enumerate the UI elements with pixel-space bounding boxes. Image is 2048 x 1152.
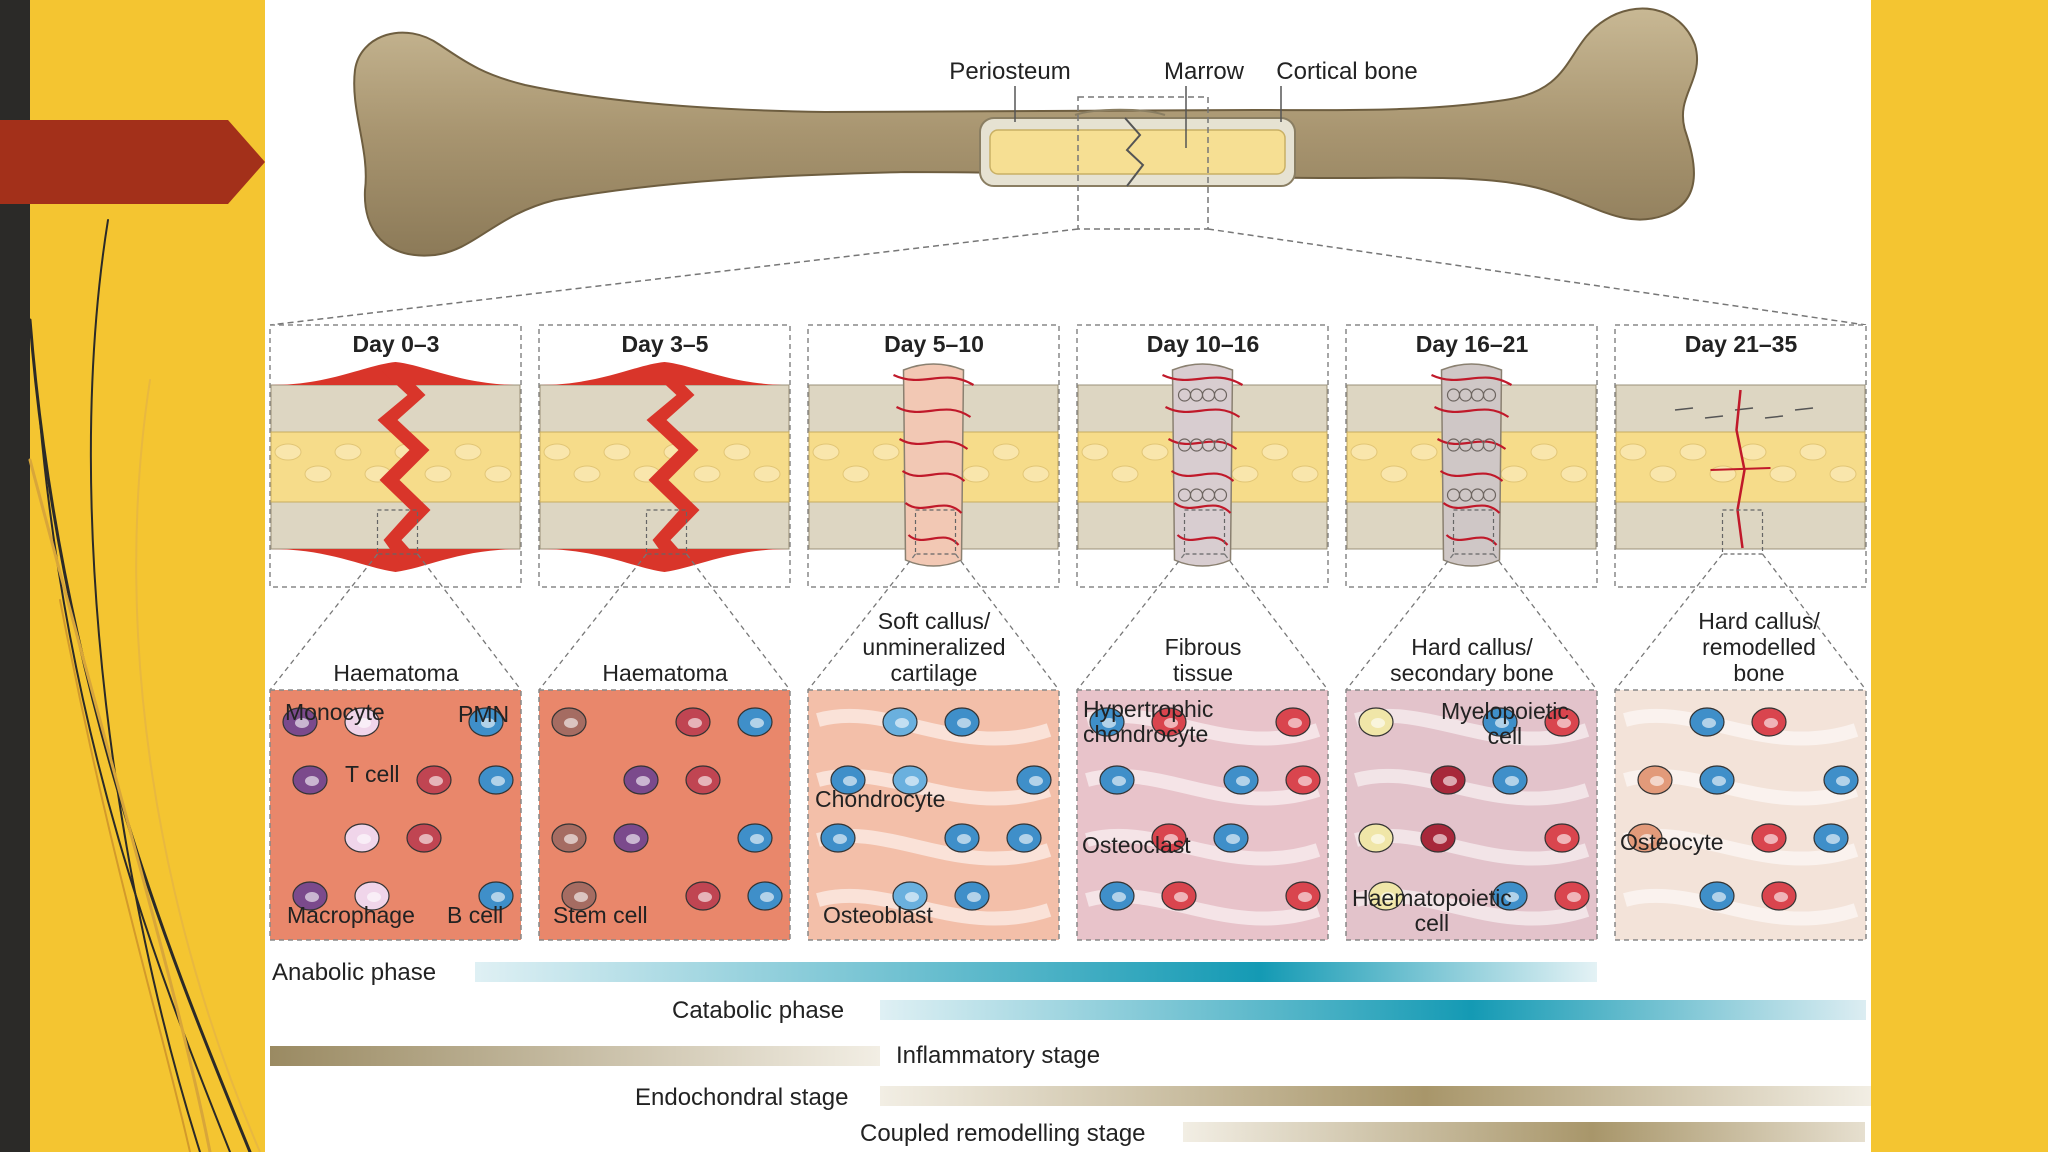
- stem-cell-label: Stem cell: [553, 902, 648, 928]
- anabolic-phase-bar: [475, 962, 1597, 982]
- stage-panel-4: [1076, 324, 1329, 941]
- stage-label-5: Hard callus/secondary bone: [1390, 634, 1554, 686]
- anabolic-phase-label: Anabolic phase: [272, 959, 437, 986]
- inflammatory-stage-label: Inflammatory stage: [896, 1042, 1101, 1069]
- macrophage-label: Macrophage: [287, 902, 415, 928]
- coupled-remodelling-stage-label: Coupled remodelling stage: [860, 1120, 1146, 1147]
- stage-panel-2: [538, 324, 791, 941]
- osteoclast-label: Osteoclast: [1082, 832, 1191, 858]
- day-label-6: Day 21–35: [1684, 331, 1798, 357]
- figure-graphics: [265, 0, 1871, 1152]
- cortical-bone-label: Cortical bone: [1276, 58, 1418, 85]
- decorative-swoosh-lines: [28, 219, 261, 1152]
- osteoblast-label: Osteoblast: [823, 902, 933, 928]
- monocyte-label: Monocyte: [285, 699, 385, 725]
- fracture-healing-figure: Periosteum Marrow Cortical bone Day 0–3 …: [265, 0, 1871, 1152]
- endochondral-stage-bar: [880, 1086, 1871, 1106]
- stage-panel-5: [1345, 324, 1598, 941]
- stage-label-2: Haematoma: [602, 660, 728, 686]
- stage-panel-1: [269, 324, 522, 941]
- inflammatory-stage-bar: [270, 1046, 880, 1066]
- day-label-5: Day 16–21: [1415, 331, 1529, 357]
- accent-arrow: [0, 120, 265, 204]
- chondrocyte-label: Chondrocyte: [815, 786, 946, 812]
- catabolic-phase-label: Catabolic phase: [672, 997, 845, 1024]
- day-label-4: Day 10–16: [1146, 331, 1260, 357]
- coupled-remodelling-stage-bar: [1183, 1122, 1865, 1142]
- stage-label-1: Haematoma: [333, 660, 459, 686]
- femur-illustration: [269, 7, 1867, 326]
- pmn-label: PMN: [458, 701, 510, 727]
- stage-panel-6: [1614, 324, 1867, 941]
- b-cell-label: B cell: [447, 902, 504, 928]
- marrow-label: Marrow: [1163, 58, 1245, 85]
- t-cell-label: T cell: [345, 761, 400, 787]
- osteocyte-label: Osteocyte: [1620, 829, 1724, 855]
- phase-bars: [270, 962, 1871, 1142]
- day-label-1: Day 0–3: [352, 331, 440, 357]
- stage-panels: [269, 324, 1867, 941]
- catabolic-phase-bar: [880, 1000, 1866, 1020]
- stage-panel-3: [807, 324, 1060, 941]
- day-label-3: Day 5–10: [884, 331, 984, 357]
- periosteum-label: Periosteum: [949, 58, 1071, 85]
- endochondral-stage-label: Endochondral stage: [635, 1084, 849, 1111]
- day-label-2: Day 3–5: [621, 331, 709, 357]
